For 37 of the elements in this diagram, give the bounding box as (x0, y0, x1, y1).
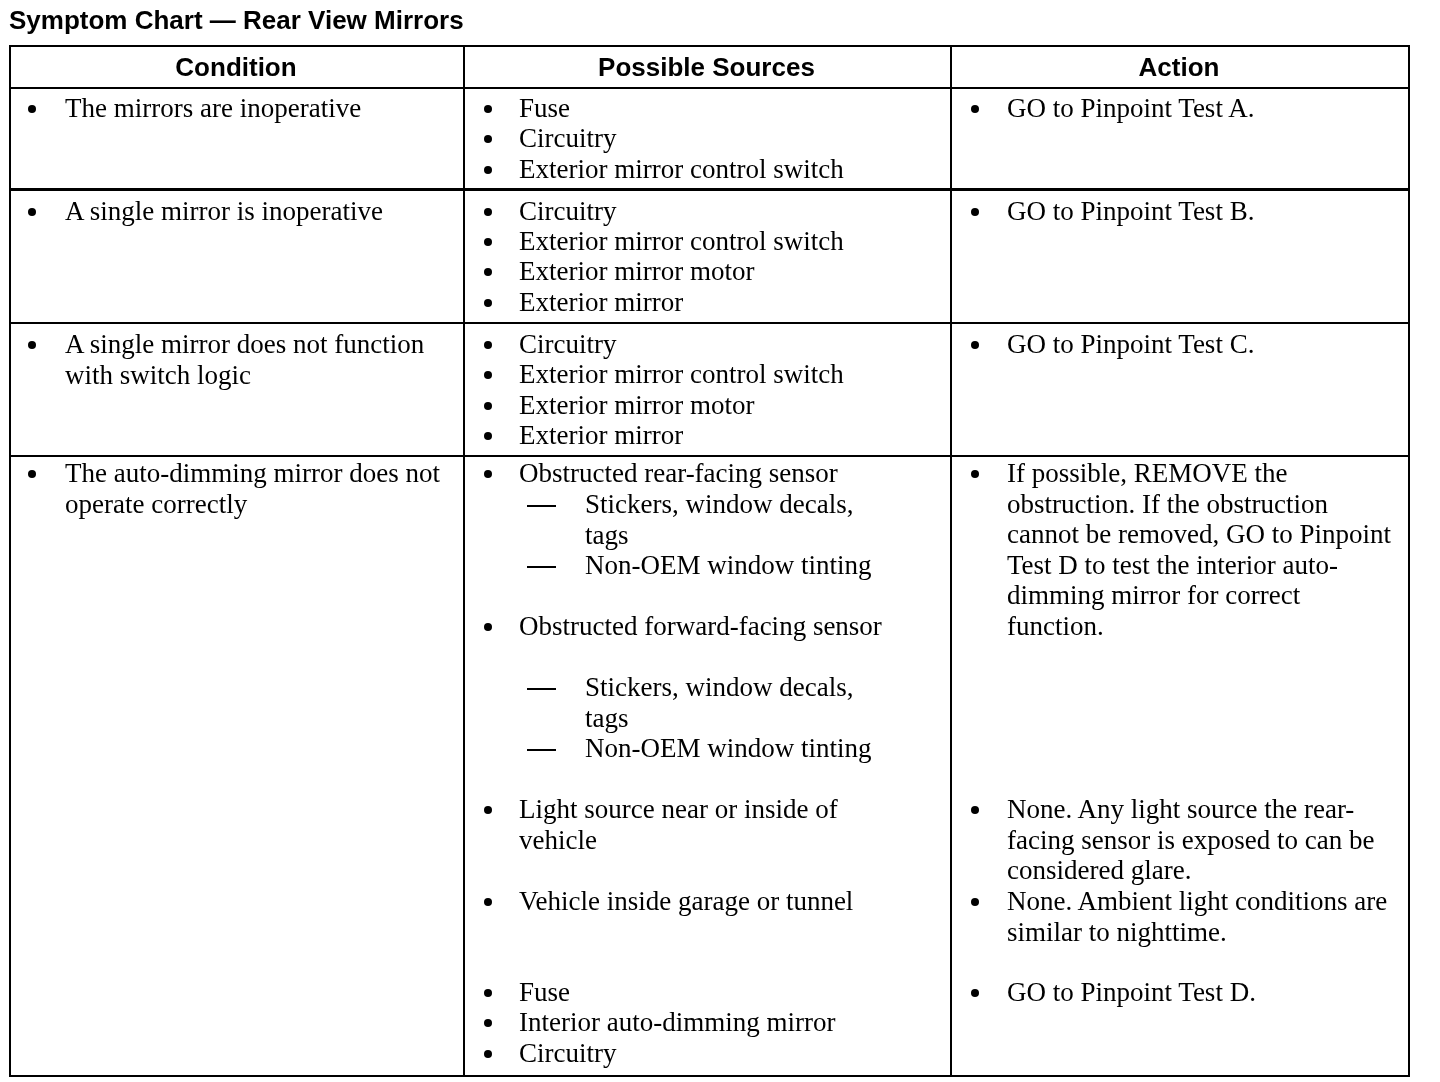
cell-text: Fuse (519, 93, 571, 124)
cell-text: If possible, REMOVE the obstruction. If the obstruction cannot be removed, GO to Pinpoint Test D to test the interior auto-dimming mirror for correct function. (1007, 458, 1392, 641)
column-header: Possible Sources (597, 51, 816, 84)
cell-text: A single mirror does not function with switch logic (65, 329, 426, 390)
cell-text: GO to Pinpoint Test A. (1007, 93, 1256, 124)
cell-text: None. Ambient light conditions are similar to nighttime. (1007, 886, 1389, 947)
cell-text: Exterior mirror (519, 287, 685, 318)
cell-text: Obstructed forward-facing sensor (519, 611, 883, 642)
cell-text: Non-OEM window tinting (585, 733, 873, 764)
cell-text: GO to Pinpoint Test B. (1007, 196, 1256, 227)
cell-text: Interior auto-dimming mirror (519, 1007, 837, 1038)
cell-text: Circuitry (519, 1038, 618, 1069)
cell-text: A single mirror is inoperative (65, 196, 384, 227)
cell-text: Circuitry (519, 123, 618, 154)
cell-text: The mirrors are inoperative (65, 93, 363, 124)
cell-text: The auto-dimming mirror does not operate correctly (65, 458, 441, 519)
cell-text: Stickers, window decals, tags (585, 672, 855, 733)
chart-title: Symptom Chart — Rear View Mirrors (9, 4, 464, 36)
cell-text: Fuse (519, 977, 571, 1008)
cell-text: None. Any light source the rear-facing sensor is exposed to can be considered glare. (1007, 794, 1376, 886)
cell-text: Exterior mirror control switch (519, 226, 845, 257)
cell-text: Light source near or inside of vehicle (519, 794, 839, 855)
cell-text: Exterior mirror motor (519, 256, 756, 287)
cell-text: GO to Pinpoint Test D. (1007, 977, 1257, 1008)
cell-text: Exterior mirror control switch (519, 359, 845, 390)
cell-text: Circuitry (519, 329, 618, 360)
cell-text: GO to Pinpoint Test C. (1007, 329, 1256, 360)
cell-text: Vehicle inside garage or tunnel (519, 886, 855, 917)
cell-text: Obstructed rear-facing sensor (519, 458, 839, 489)
cell-text: Exterior mirror control switch (519, 154, 845, 185)
column-header: Action (1137, 51, 1221, 84)
cell-text: Exterior mirror (519, 420, 685, 451)
cell-text: Non-OEM window tinting (585, 550, 873, 581)
column-header: Condition (174, 51, 298, 84)
cell-text: Exterior mirror motor (519, 390, 756, 421)
cell-text: Stickers, window decals, tags (585, 489, 855, 550)
cell-text: Circuitry (519, 196, 618, 227)
